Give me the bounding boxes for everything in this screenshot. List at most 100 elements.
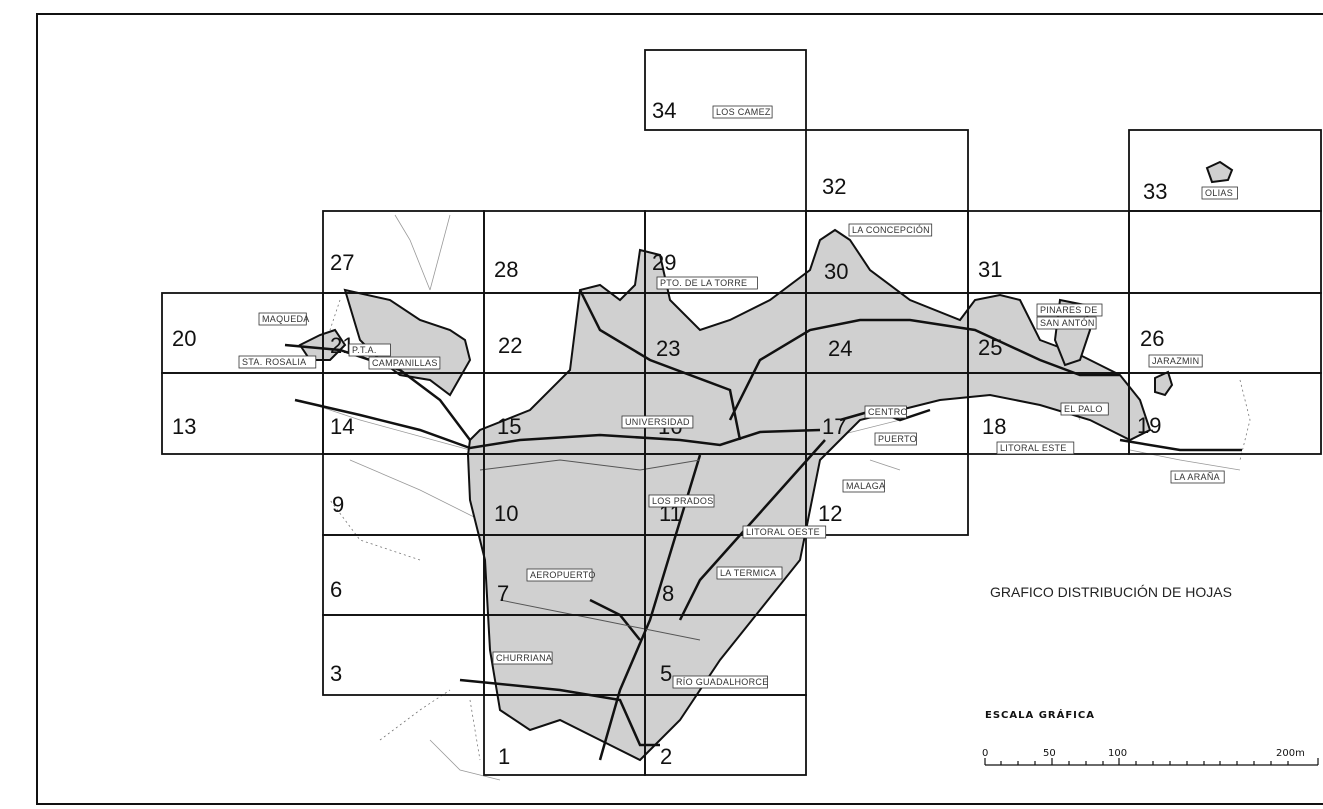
- dotted-boundaries: [329, 299, 1251, 761]
- place-label: RÍO GUADALHORCE: [672, 675, 769, 689]
- place-label: STA. ROSALIA: [238, 355, 317, 369]
- legend: GRAFICO DISTRIBUCIÓN DE HOJAS ESCALA GRÁ…: [982, 584, 1319, 766]
- place-label-box: [842, 479, 885, 493]
- sheet-number-6: 6: [330, 577, 342, 602]
- sheet-number-22: 22: [498, 333, 522, 358]
- sheet-number-29: 29: [652, 250, 676, 275]
- place-label-box: [1036, 316, 1097, 330]
- thin-ring-lines: [479, 459, 701, 641]
- place-label: JARAZMIN: [1148, 354, 1203, 368]
- place-label: PTO. DE LA TORRE: [656, 276, 758, 290]
- place-label: LA TERMICA: [716, 566, 783, 580]
- place-label-box: [1170, 470, 1225, 484]
- sheet-number-7: 7: [497, 581, 509, 606]
- place-label-text: LITORAL OESTE: [746, 527, 820, 537]
- place-label: PUERTO: [874, 432, 917, 446]
- place-label-text: UNIVERSIDAD: [625, 417, 690, 427]
- sheet-number-15: 15: [497, 414, 521, 439]
- urban-area-jarazmin: [1154, 370, 1174, 397]
- place-label: OLIAS: [1201, 186, 1238, 200]
- scale-tick-0: 0: [982, 748, 988, 759]
- sheet-number-9: 9: [332, 492, 344, 517]
- place-label: LOS CAMEZ: [712, 105, 773, 119]
- sheet-grid: [161, 49, 1322, 776]
- place-label: AEROPUERTO: [526, 568, 595, 582]
- place-label: LITORAL ESTE: [996, 441, 1075, 455]
- place-name-labels: LOS CAMEZ OLIAS LA CONCEPCIÓN PTO. DE LA TO…: [238, 105, 1238, 689]
- place-label-text: EL PALO: [1064, 404, 1103, 414]
- place-label-text: PINARES DE: [1040, 305, 1098, 315]
- place-label-text: CENTRO: [868, 407, 908, 417]
- place-label-text: RÍO GUADALHORCE: [676, 677, 769, 687]
- sheet-number-14: 14: [330, 414, 354, 439]
- place-label-text: LITORAL ESTE: [1000, 443, 1067, 453]
- place-label-text: PTO. DE LA TORRE: [660, 278, 747, 288]
- place-label-box: [672, 675, 768, 689]
- place-label-text: LA ARAÑA: [1174, 472, 1220, 482]
- place-label-text: STA. ROSALIA: [242, 357, 306, 367]
- sheet-number-labels: 3433323130292827262524232221201918171615…: [172, 98, 1167, 769]
- place-label-box: [656, 276, 758, 290]
- place-label-box: [258, 312, 307, 326]
- sheet-number-34: 34: [652, 98, 676, 123]
- sheet-number-17: 17: [822, 414, 846, 439]
- place-label-text: PUERTO: [878, 434, 917, 444]
- place-label-text: CHURRIANA: [496, 653, 552, 663]
- place-label-box: [238, 355, 317, 369]
- place-label-text: LA TERMICA: [720, 568, 776, 578]
- place-label-box: [1036, 303, 1103, 317]
- scale-title: ESCALA GRÁFICA: [985, 708, 1095, 721]
- sheet-number-12: 12: [818, 501, 842, 526]
- legend-title: GRAFICO DISTRIBUCIÓN DE HOJAS: [990, 584, 1232, 600]
- place-label-box: [1201, 186, 1238, 200]
- place-label-box: [848, 223, 933, 237]
- place-label-box: [864, 405, 907, 419]
- urban-area-north-west: [343, 288, 472, 397]
- place-label-box: [368, 356, 441, 370]
- sheet-number-20: 20: [172, 326, 196, 351]
- place-label: PINARES DE: [1036, 303, 1103, 317]
- place-label: MAQUEDA: [258, 312, 310, 326]
- place-label: MALAGA: [842, 479, 885, 493]
- urban-area-olias: [1205, 160, 1234, 184]
- place-label-text: MALAGA: [846, 481, 885, 491]
- place-label: P.T.A.: [348, 343, 391, 357]
- sheet-number-31: 31: [978, 257, 1002, 282]
- place-label: SAN ANTÓN: [1036, 316, 1097, 330]
- place-label: CAMPANILLAS: [368, 356, 441, 370]
- sheet-number-8: 8: [662, 581, 674, 606]
- scale-tick-200m: 200m: [1276, 748, 1305, 759]
- place-label-box: [648, 494, 715, 508]
- sheet-number-19: 19: [1137, 413, 1161, 438]
- place-label-box: [348, 343, 391, 357]
- place-label-box: [742, 525, 827, 539]
- sheet-number-24: 24: [828, 336, 852, 361]
- place-label-box: [1148, 354, 1203, 368]
- scale-tick-50: 50: [1043, 748, 1056, 759]
- place-label-box: [712, 105, 773, 119]
- sheet-number-33: 33: [1143, 179, 1167, 204]
- sheet-number-10: 10: [494, 501, 518, 526]
- place-label-text: LA CONCEPCIÓN: [852, 225, 930, 235]
- sheet-number-1: 1: [498, 744, 510, 769]
- place-label-text: JARAZMIN: [1152, 356, 1199, 366]
- place-label-text: MAQUEDA: [262, 314, 310, 324]
- place-label-text: P.T.A.: [352, 345, 377, 355]
- place-label: LOS PRADOS: [648, 494, 715, 508]
- place-label-box: [716, 566, 783, 580]
- sheet-number-28: 28: [494, 257, 518, 282]
- place-label: LITORAL OESTE: [742, 525, 827, 539]
- sheet-number-27: 27: [330, 250, 354, 275]
- place-label: EL PALO: [1060, 402, 1109, 416]
- sheet-number-25: 25: [978, 335, 1002, 360]
- scale-tick-100: 100: [1108, 748, 1127, 759]
- place-label-text: CAMPANILLAS: [372, 358, 438, 368]
- place-label-text: LOS CAMEZ: [716, 107, 771, 117]
- place-label-box: [526, 568, 593, 582]
- place-label: LA ARAÑA: [1170, 470, 1225, 484]
- sheet-number-2: 2: [660, 744, 672, 769]
- place-label: LA CONCEPCIÓN: [848, 223, 933, 237]
- place-label-text: SAN ANTÓN: [1040, 318, 1095, 328]
- sheet-number-5: 5: [660, 661, 672, 686]
- place-label-box: [996, 441, 1075, 455]
